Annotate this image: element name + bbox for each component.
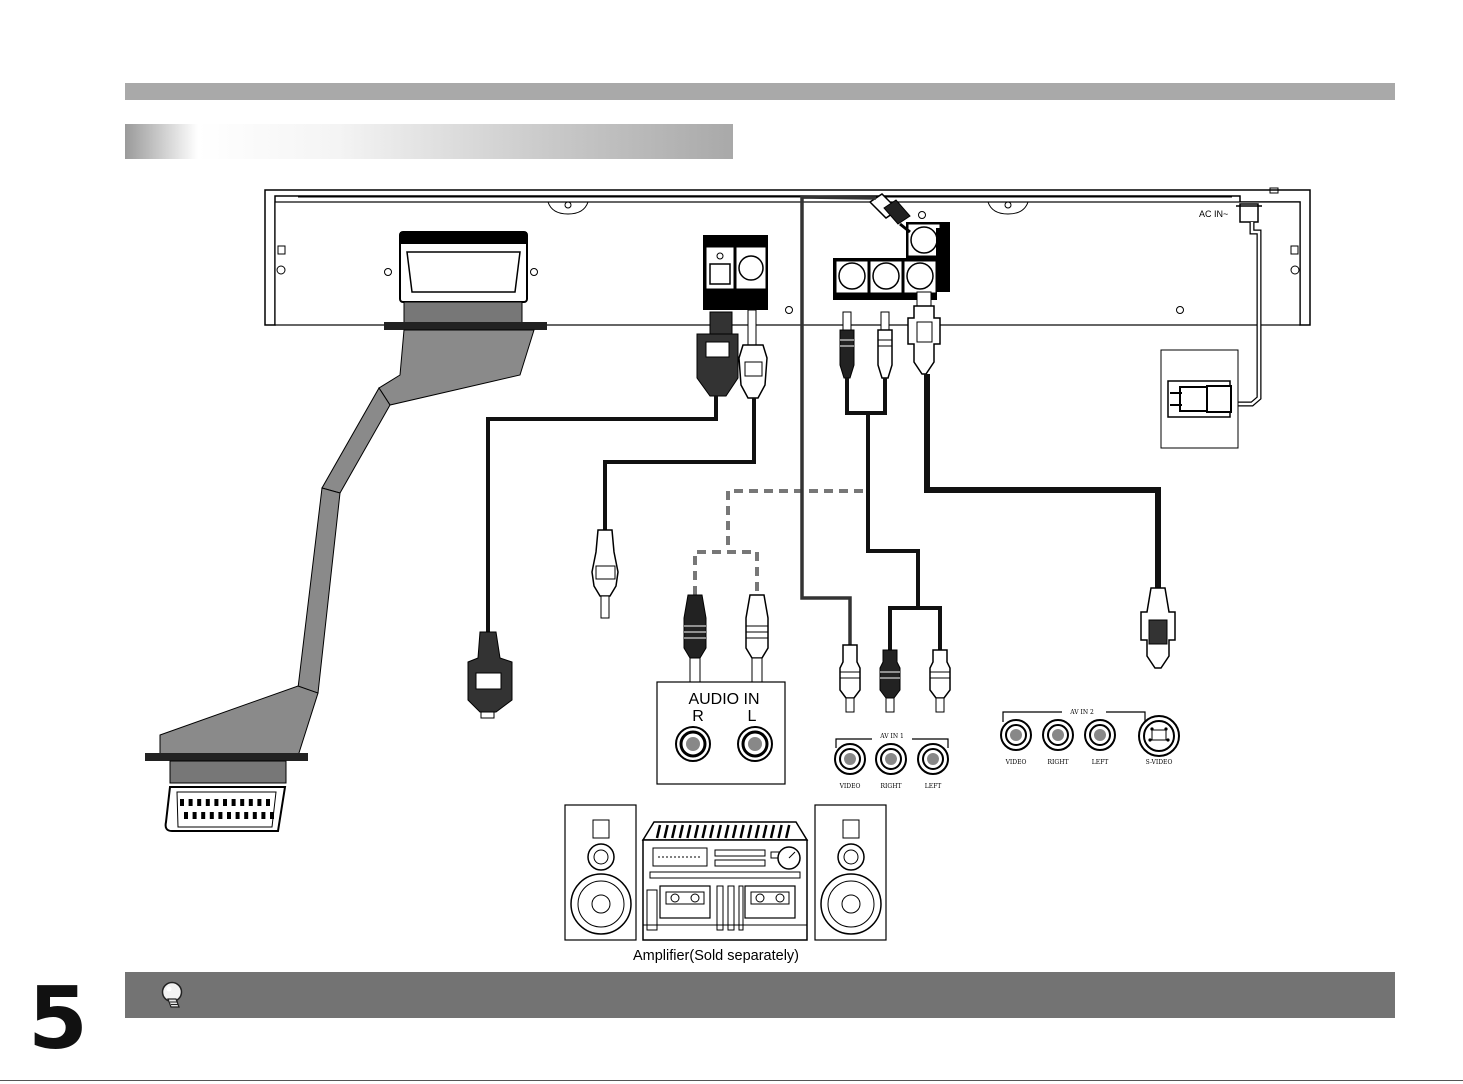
audio-in-left-label: L bbox=[748, 708, 757, 725]
audio-in-right-label: R bbox=[692, 708, 704, 725]
av-in-2-title: AV IN 2 bbox=[1069, 709, 1094, 716]
av-in-1-left-label: LEFT bbox=[925, 783, 942, 790]
av-in-1-panel bbox=[835, 739, 948, 774]
ac-in-label: AC IN~ bbox=[1199, 209, 1228, 219]
av-in-1-right-label: RIGHT bbox=[881, 783, 902, 790]
audio-in-label: AUDIO IN bbox=[688, 691, 759, 708]
av-in-2-panel bbox=[1001, 712, 1179, 756]
av-in-2-svideo-label: S-VIDEO bbox=[1146, 759, 1173, 766]
bottom-rule bbox=[0, 1080, 1463, 1081]
lightbulb-icon bbox=[157, 979, 191, 1013]
av-in-1-video-label: VIDEO bbox=[839, 783, 861, 790]
amplifier-caption: Amplifier(Sold separately) bbox=[633, 948, 799, 964]
tip-bar bbox=[125, 972, 1395, 1018]
av-in-2-right-label: RIGHT bbox=[1048, 759, 1069, 766]
av-in-1-title: AV IN 1 bbox=[879, 733, 904, 740]
audio-in-cable bbox=[684, 491, 863, 682]
av-in-2-left-label: LEFT bbox=[1092, 759, 1109, 766]
av-in-2-video-label: VIDEO bbox=[1005, 759, 1027, 766]
page-number: 5 bbox=[28, 974, 86, 1064]
amplifier-illustration bbox=[565, 805, 886, 940]
